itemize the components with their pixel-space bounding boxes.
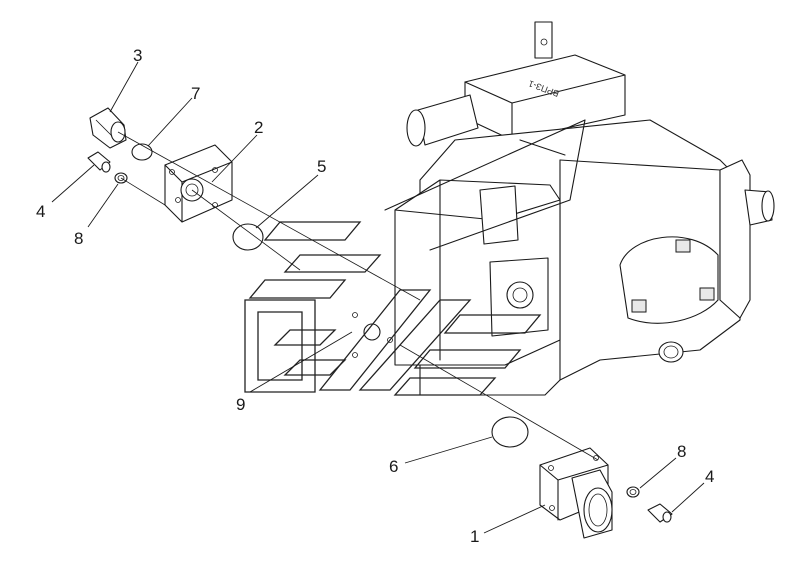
part-6-o-ring [491,416,529,448]
part-3-fitting [89,107,127,149]
part-2-flange [164,144,233,223]
callout-4-lower: 4 [705,467,714,486]
pump-housing: ВРПЗ-1 [352,21,775,396]
leader-lines [51,61,705,534]
part-1-flange [539,447,613,539]
callout-5: 5 [317,157,326,176]
callout-3: 3 [133,46,142,65]
callout-8-lower: 8 [677,442,686,461]
bolt-head-icon [631,299,647,313]
callout-labels: 3 7 2 5 4 8 9 6 8 4 1 [36,46,714,546]
callout-8-upper: 8 [74,229,83,248]
bolt-head-icon [675,239,691,253]
part-4-bolt-lower [647,503,673,523]
callout-7: 7 [191,84,200,103]
part-5-o-ring [232,223,264,251]
callout-2: 2 [254,118,263,137]
assembly-axis-lines [117,131,599,461]
callout-6: 6 [389,457,398,476]
watermark-logo-icon [244,221,542,396]
callout-9: 9 [236,395,245,414]
part-4-bolt-upper [87,151,111,173]
part-8-washer-lower [626,486,640,498]
callout-1: 1 [470,527,479,546]
callout-4-upper: 4 [36,202,45,221]
part-7-o-ring [131,143,153,161]
bolt-head-icon [699,287,715,301]
